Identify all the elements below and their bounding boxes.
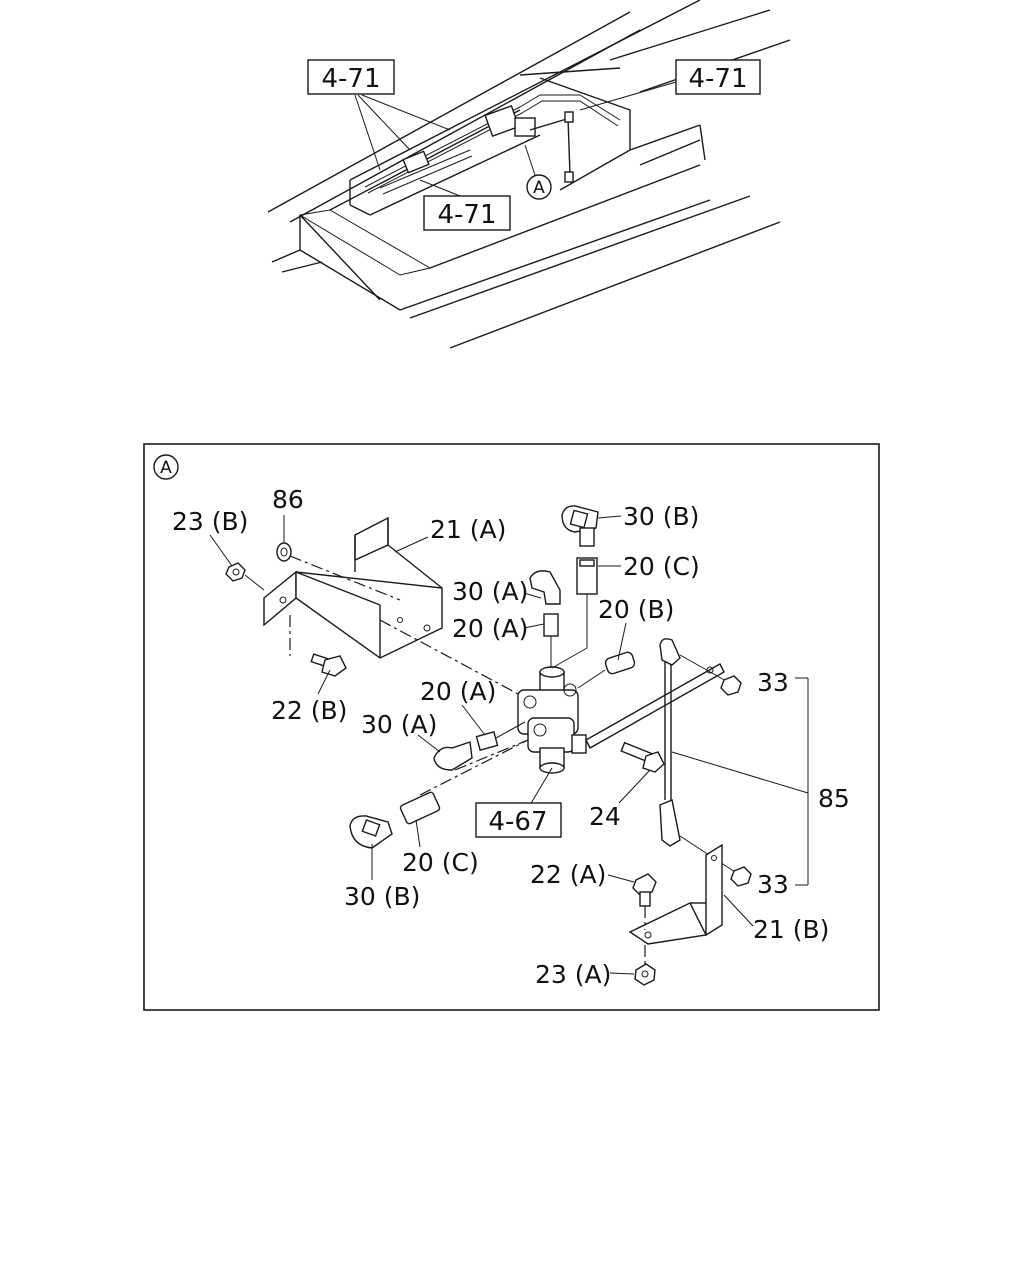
fitting-20a-lower-drawing [475, 721, 526, 751]
label-21a: 21 (A) [430, 515, 506, 544]
label-23a: 23 (A) [535, 960, 611, 989]
arm-85-drawing [585, 638, 725, 847]
label-20a-lower: 20 (A) [420, 677, 496, 706]
fitting-20a-top-drawing [543, 613, 559, 668]
ref-box-4-71-top-left: 4-71 [307, 59, 395, 95]
fitting-30b-top-drawing [561, 505, 599, 547]
fitting-20c-lower-drawing [399, 791, 441, 825]
part-labels: 23 (B) 86 21 (A) 30 (B) 20 (C) 30 (A) 20… [172, 485, 850, 989]
label-20b: 20 (B) [598, 595, 674, 624]
label-30b-lower: 30 (B) [344, 882, 420, 911]
fitting-20b-drawing [577, 651, 636, 689]
label-30a-lower: 30 (A) [361, 710, 437, 739]
nut-23b-drawing [225, 562, 246, 582]
label-22a: 22 (A) [530, 860, 606, 889]
bolt-22b-drawing [310, 653, 347, 677]
svg-text:4-67: 4-67 [488, 807, 547, 837]
label-30b-top: 30 (B) [623, 502, 699, 531]
label-24: 24 [589, 802, 621, 831]
fitting-30b-lower-drawing [349, 815, 393, 849]
label-20c-top: 20 (C) [623, 552, 700, 581]
label-30a-top: 30 (A) [452, 577, 528, 606]
detail-marker-overview: A [526, 174, 552, 200]
leader-lines [209, 515, 809, 975]
fitting-20c-top-drawing [576, 557, 598, 595]
label-23b: 23 (B) [172, 507, 248, 536]
washer-86-drawing [276, 542, 292, 562]
svg-text:A: A [533, 178, 545, 198]
bracket-21a-drawing [263, 516, 443, 659]
valve-body-drawing [517, 666, 587, 774]
bracket-21b-drawing [628, 843, 723, 945]
svg-text:4-71: 4-71 [437, 200, 496, 230]
label-86: 86 [272, 485, 304, 514]
ref-box-4-67: 4-67 [475, 802, 562, 838]
label-21b: 21 (B) [753, 915, 829, 944]
label-33-bottom: 33 [757, 870, 789, 899]
fitting-30a-top-drawing [529, 570, 561, 605]
svg-text:4-71: 4-71 [321, 64, 380, 94]
label-22b: 22 (B) [271, 696, 347, 725]
label-85: 85 [818, 784, 850, 813]
detail-marker-a: A [153, 454, 179, 480]
fitting-30a-lower-drawing [433, 741, 473, 771]
svg-text:4-71: 4-71 [688, 64, 747, 94]
detail-frame [143, 443, 880, 1011]
ref-box-4-71-top-right: 4-71 [675, 59, 761, 95]
nut-23a-drawing [634, 963, 656, 986]
svg-text:A: A [160, 458, 172, 478]
label-20a-top: 20 (A) [452, 614, 528, 643]
nut-33-bottom-drawing [730, 866, 752, 887]
vehicle-frame-overview [267, 0, 791, 349]
label-20c-lower: 20 (C) [402, 848, 479, 877]
bolt-24-drawing [620, 741, 665, 773]
ref-box-4-71-bottom: 4-71 [423, 195, 511, 231]
label-33-top: 33 [757, 668, 789, 697]
nut-33-top-drawing [720, 675, 742, 696]
bolt-22a-drawing [632, 873, 657, 907]
